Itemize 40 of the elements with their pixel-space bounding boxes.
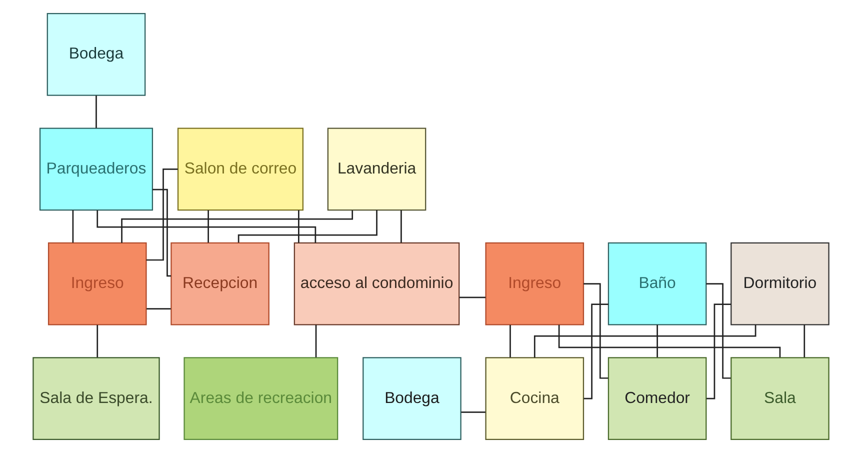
node-box: Ingreso [48, 242, 147, 325]
connector [238, 210, 378, 242]
connector [315, 324, 317, 357]
node-box: Areas de recreacion [184, 356, 338, 440]
connector [461, 411, 486, 412]
connector [298, 210, 300, 242]
connector [96, 95, 97, 128]
node-box: Ingreso [485, 242, 584, 325]
node-box: Dormitorio [730, 242, 830, 325]
node-box: Cocina [485, 356, 584, 440]
connector [208, 210, 209, 242]
node-box: acceso al condominio [294, 242, 460, 325]
node-box: Baño [608, 242, 707, 325]
connector [146, 308, 171, 310]
connector [96, 324, 98, 357]
node-box: Parqueaderos [39, 127, 154, 210]
node-box: Sala [730, 356, 830, 440]
connector [706, 303, 731, 399]
connector [121, 210, 354, 242]
node-box: Salon de correo [177, 127, 304, 210]
node-box: Lavanderia [327, 127, 426, 210]
node-box: Recepcion [170, 242, 270, 325]
connector [72, 210, 74, 242]
connector [146, 168, 178, 260]
connector [804, 324, 806, 357]
connector [656, 324, 658, 357]
connector [152, 188, 171, 276]
connector [459, 296, 486, 298]
connector [400, 210, 402, 242]
node-box: Sala de Espera. [32, 356, 160, 440]
connector [534, 324, 756, 358]
connector [96, 210, 316, 242]
node-box: Bodega [46, 12, 146, 96]
connector [706, 282, 731, 378]
node-box: Bodega [362, 356, 462, 440]
node-box: Comedor [608, 356, 707, 440]
connector [584, 303, 608, 399]
connector [510, 324, 511, 357]
connector [584, 282, 608, 378]
connector [558, 324, 781, 357]
